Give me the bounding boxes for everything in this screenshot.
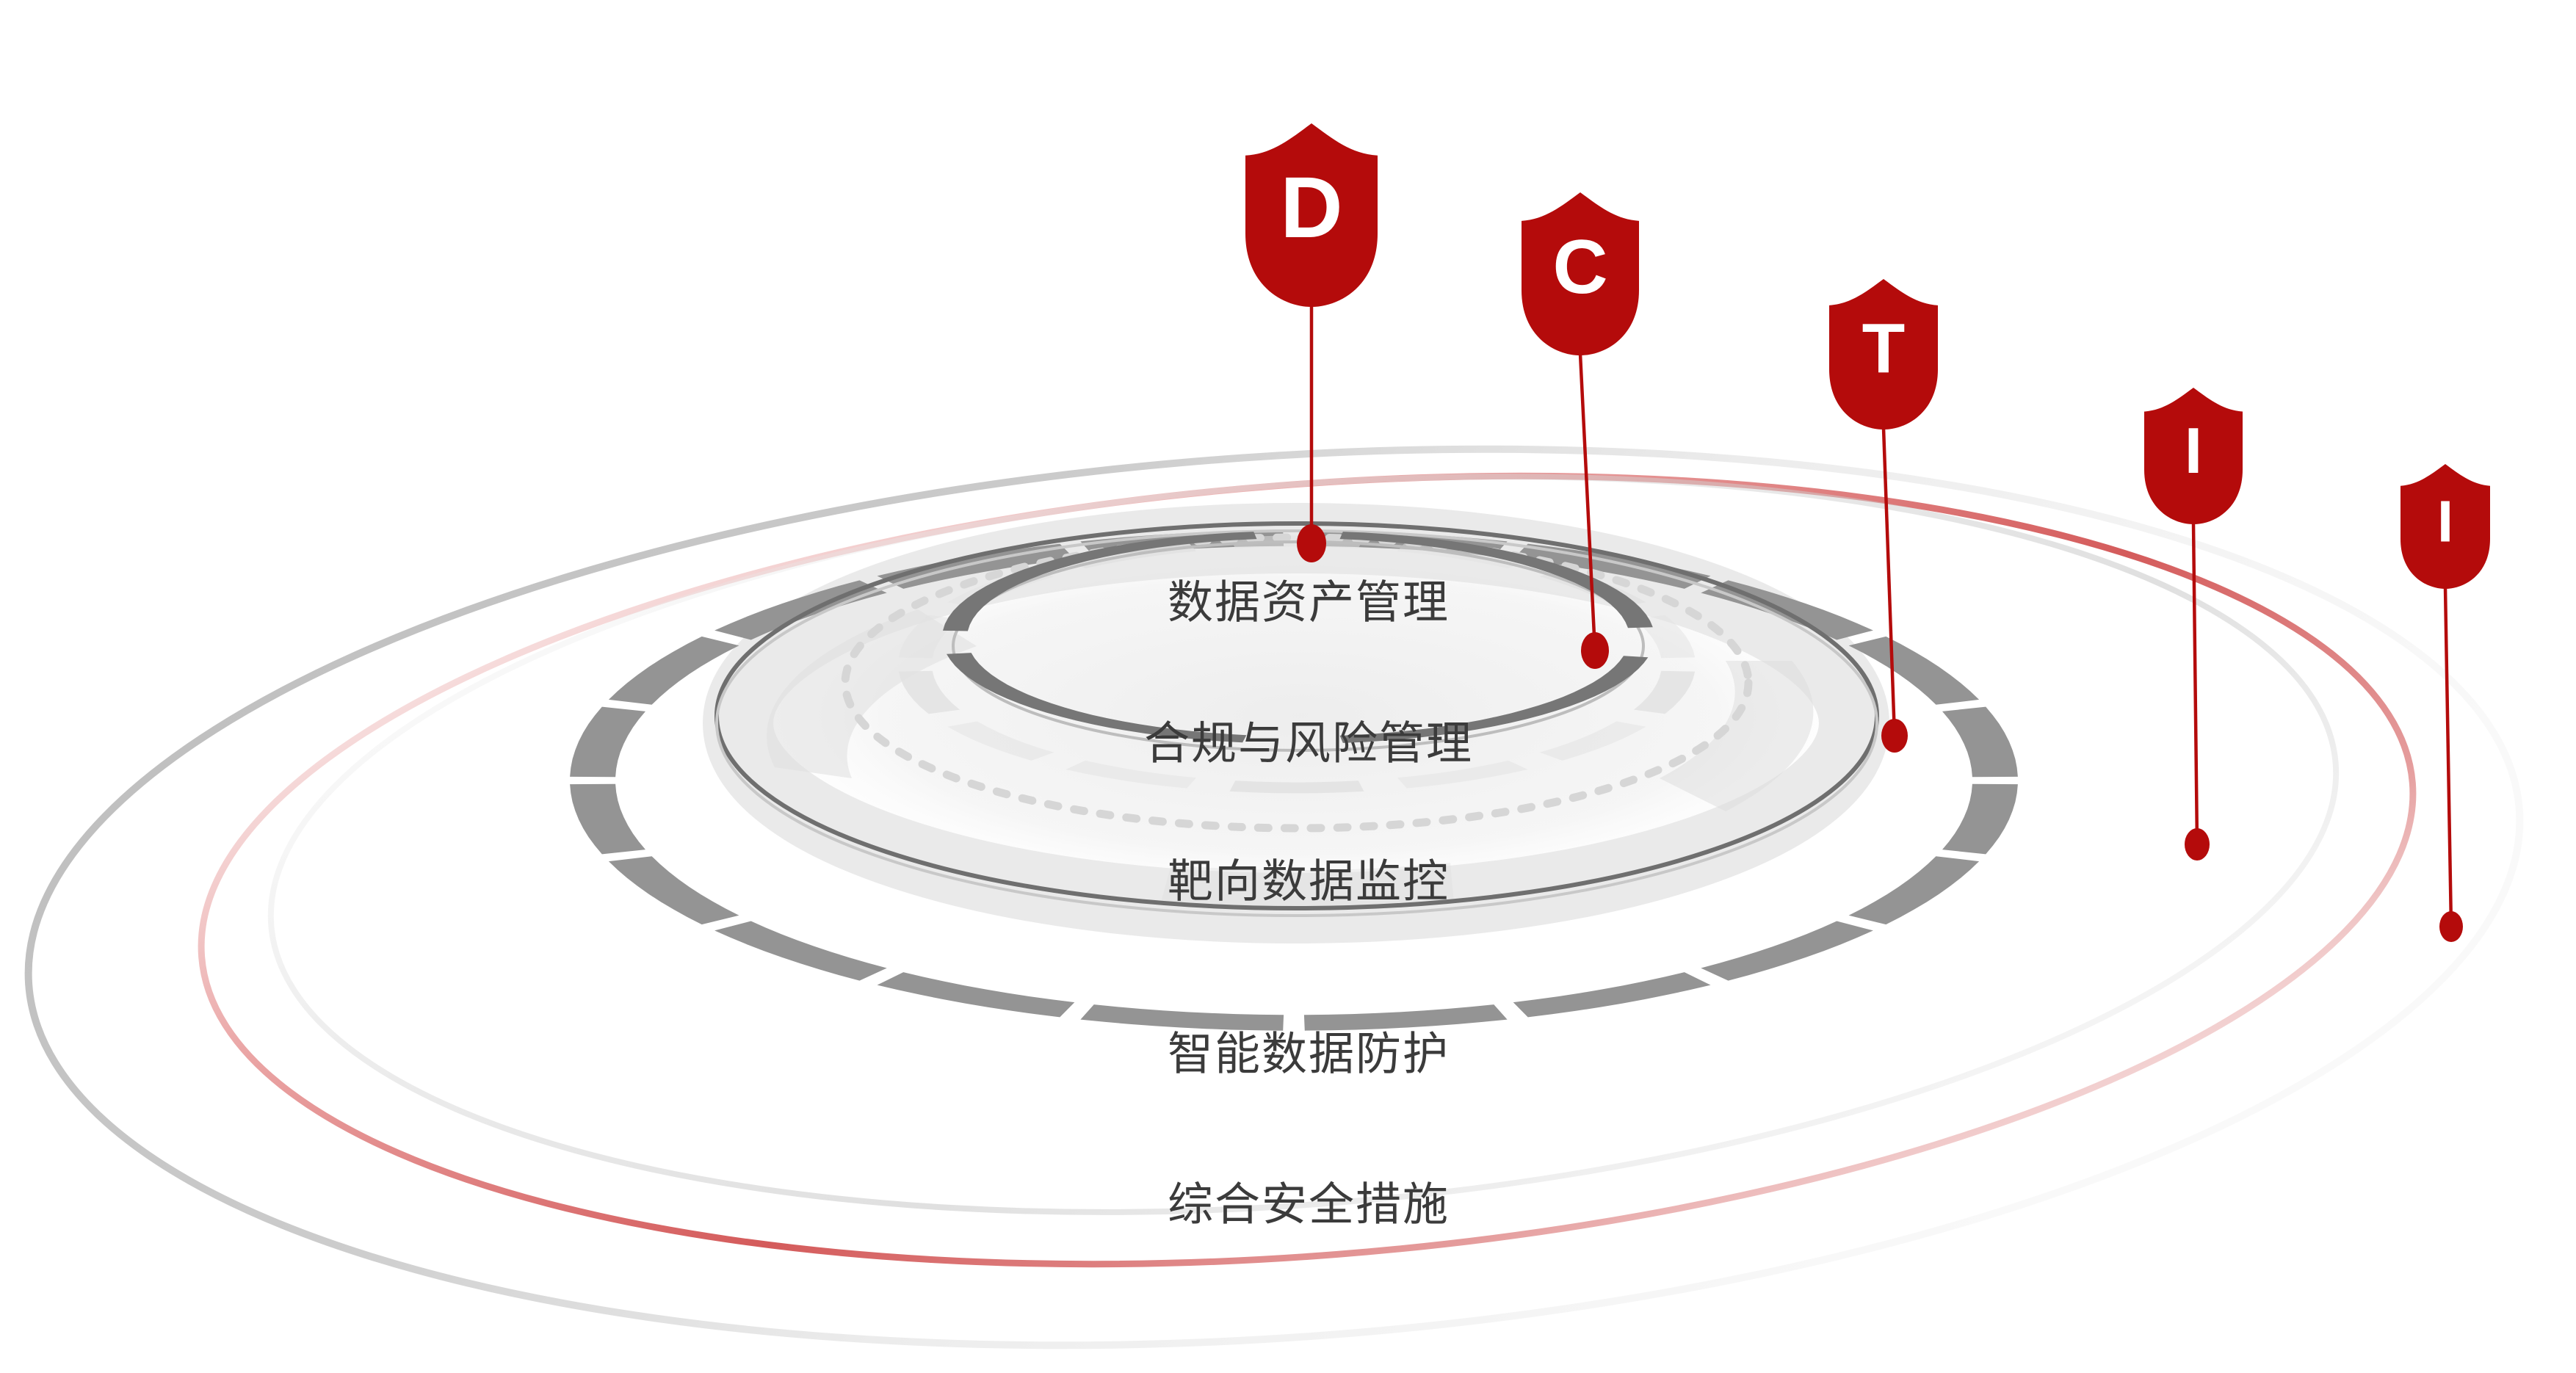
- ring-label-5: 综合安全措施: [1168, 1179, 1450, 1230]
- shield-letter: I: [2185, 414, 2202, 487]
- ring-segment: [877, 972, 1075, 1018]
- halo-highlight-right: [1660, 661, 1814, 811]
- inner-arc-ring: [943, 532, 1653, 743]
- ring-segment: [1848, 856, 1980, 925]
- shield-markers: D C T I I: [1245, 123, 2490, 589]
- shield-icon: [1245, 123, 1378, 307]
- shield-marker-d-0[interactable]: D: [1245, 123, 1378, 307]
- shield-letter: T: [1862, 309, 1906, 388]
- inner-ring-arc: [1339, 656, 1649, 743]
- shield-marker-i-4[interactable]: I: [2400, 464, 2490, 589]
- ring-segment: [1513, 543, 1711, 589]
- shield-icon: [1829, 279, 1938, 430]
- shield-connector-dot: [1297, 524, 1326, 562]
- shield-letter: I: [2437, 489, 2453, 554]
- ring-segment: [570, 706, 645, 778]
- shield-icon: [2144, 388, 2243, 524]
- ring-segment: [608, 856, 739, 925]
- shield-connector-line: [1881, 427, 1897, 736]
- ring-label-4: 智能数据防护: [1168, 1029, 1450, 1079]
- pale-ring-segment: [1634, 670, 1696, 714]
- pale-ring-segment: [1397, 760, 1528, 789]
- ring-label-1: 数据资产管理: [1168, 577, 1450, 628]
- outer-orbit-gray: [24, 445, 2524, 1350]
- ring-segment: [1303, 1004, 1508, 1031]
- ring-segment: [1848, 636, 1980, 705]
- shield-connector-dot: [1581, 632, 1609, 669]
- ring-segment: [1942, 783, 2018, 855]
- shield-marker-t-2[interactable]: T: [1829, 279, 1938, 430]
- ring-segment: [714, 921, 887, 981]
- shield-letter: D: [1280, 159, 1342, 256]
- inner-ring-arc: [943, 532, 1257, 631]
- ring-segment: [570, 783, 645, 855]
- outer-orbit-faint: [267, 474, 2340, 1215]
- ring-segment: [1942, 706, 2018, 778]
- ring-segment: [1080, 1004, 1284, 1031]
- pale-ring-segment: [898, 670, 960, 714]
- pale-ring-segment: [1539, 721, 1646, 761]
- pale-ring-segment: [1066, 760, 1196, 789]
- shield-connector-dot: [2439, 911, 2463, 942]
- shield-connector-line: [2443, 587, 2453, 927]
- inner-ring-arc: [947, 653, 1247, 743]
- ring-label-2: 合规与风险管理: [1144, 718, 1473, 769]
- shield-icon: [1522, 192, 1639, 355]
- ring-segment: [1701, 921, 1873, 981]
- shield-connector-line: [2191, 522, 2199, 845]
- shield-marker-i-3[interactable]: I: [2144, 388, 2243, 524]
- pale-ring-segment: [947, 721, 1054, 761]
- ring-label-3: 靶向数据监控: [1168, 856, 1450, 907]
- ring-segment: [608, 636, 739, 705]
- shield-icon: [2400, 464, 2490, 589]
- ring-segment: [877, 543, 1075, 589]
- shield-letter: C: [1552, 225, 1607, 310]
- shield-connectors: [1297, 305, 2463, 942]
- dotted-ring: [841, 533, 1753, 833]
- shield-connector-dot: [1881, 719, 1908, 753]
- wire-ellipse-outer-shadow: [715, 529, 1878, 917]
- shield-marker-c-1[interactable]: C: [1522, 192, 1639, 355]
- pale-ring-segment: [1229, 780, 1364, 794]
- ring-segment: [1513, 972, 1711, 1018]
- shield-connector-line: [1578, 353, 1597, 651]
- halo-highlight-bottom: [1160, 863, 1454, 910]
- shield-connector-dot: [2185, 828, 2210, 861]
